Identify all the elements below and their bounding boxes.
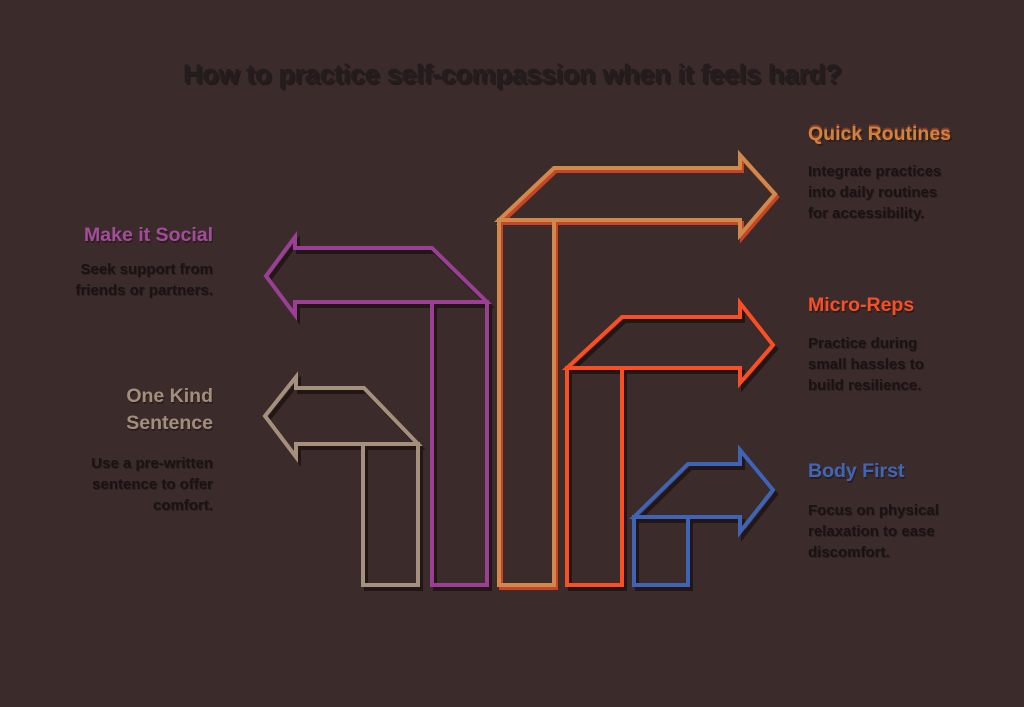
section-heading: Micro-Reps [808, 294, 915, 316]
body-line: comfort. [153, 497, 213, 514]
section-body: Focus on physical relaxation to ease dis… [808, 500, 993, 563]
section-micro-reps: Micro-Reps Practice during small hassles… [808, 292, 993, 396]
body-line: sentence to offer [92, 476, 213, 493]
body-line: relaxation to ease [808, 523, 935, 540]
body-line: small hassles to [808, 356, 924, 373]
section-heading: Body First [808, 460, 905, 482]
section-body-first: Body First Focus on physical relaxation … [808, 458, 993, 563]
page-title: How to practice self-compassion when it … [182, 59, 842, 89]
heading-line: Sentence [126, 412, 213, 434]
section-quick-routines: Quick Routines Integrate practices into … [808, 121, 993, 224]
section-body: Use a pre-written sentence to offer comf… [0, 453, 213, 516]
heading-line: One Kind [126, 385, 213, 407]
section-body: Practice during small hassles to build r… [808, 333, 993, 396]
section-heading: Quick Routines [808, 123, 952, 145]
arrow-micro-reps [561, 297, 779, 591]
body-line: build resilience. [808, 377, 922, 394]
body-line: Focus on physical [808, 502, 939, 519]
section-heading: Make it Social [84, 224, 213, 246]
body-line: friends or partners. [75, 282, 213, 299]
body-line: Seek support from [80, 261, 213, 278]
section-heading: One Kind Sentence [0, 383, 213, 437]
body-line: Use a pre-written [91, 455, 213, 472]
body-line: into daily routines [808, 184, 938, 201]
arrow-quick-routines [493, 149, 780, 590]
body-line: for accessibility. [808, 205, 925, 222]
arrow-body-first [629, 444, 779, 591]
body-line: discomfort. [808, 544, 890, 561]
section-make-it-social: Make it Social Seek support from friends… [0, 222, 213, 301]
section-body: Seek support from friends or partners. [0, 259, 213, 301]
arrow-make-it-social [263, 230, 495, 591]
body-line: Integrate practices [808, 163, 942, 180]
section-body: Integrate practices into daily routines … [808, 161, 993, 224]
section-one-kind-sentence: One Kind Sentence Use a pre-written sent… [0, 383, 213, 516]
arrow-one-kind-sentence [262, 371, 426, 591]
body-line: Practice during [808, 335, 918, 352]
